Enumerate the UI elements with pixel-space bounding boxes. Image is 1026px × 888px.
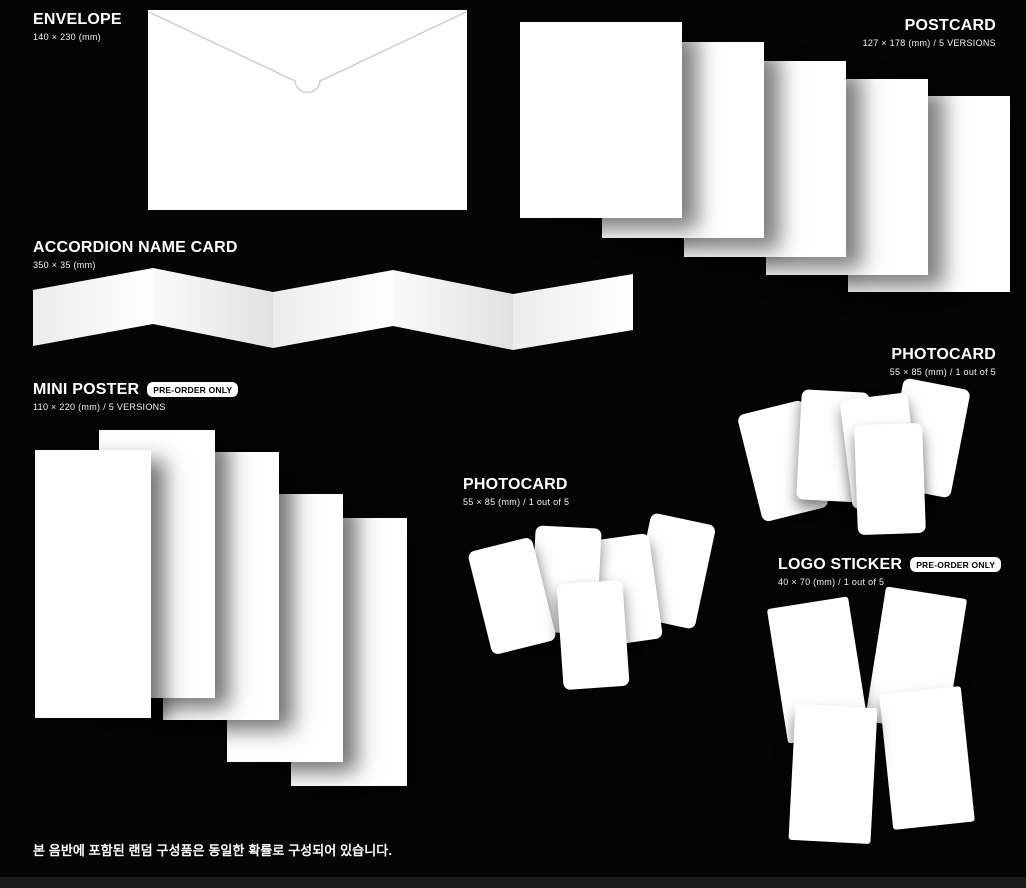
postcard-item-1: [520, 22, 682, 218]
logo-sticker-item-3: [788, 703, 878, 845]
accordion-name-card-title: ACCORDION NAME CARD: [33, 239, 238, 256]
postcard-title: POSTCARD: [904, 17, 996, 34]
envelope-flap-left-crease: [148, 11, 296, 82]
envelope-spec: 140 × 230 (mm): [33, 31, 101, 42]
photocard-center-spec: 55 × 85 (mm) / 1 out of 5: [463, 496, 570, 507]
logo-sticker-item-4: [879, 686, 975, 830]
accordion-name-card-spec: 350 × 35 (mm): [33, 259, 96, 270]
photocard-right-section-label: PHOTOCARD 55 × 85 (mm) / 1 out of 5: [890, 346, 996, 377]
mini-poster-item-1: [35, 450, 151, 718]
photocard-center-title: PHOTOCARD: [463, 476, 568, 493]
photocard-center-item-5: [556, 579, 630, 691]
accordion-name-card-graphic: [33, 268, 633, 350]
accordion-panel-5: [513, 274, 633, 350]
bottom-strip: [0, 877, 1026, 888]
envelope-flap-right-crease: [319, 11, 467, 82]
random-items-disclaimer: 본 음반에 포함된 랜덤 구성품은 동일한 확률로 구성되어 있습니다.: [33, 843, 393, 858]
postcard-spec: 127 × 178 (mm) / 5 VERSIONS: [862, 37, 996, 48]
photocard-right-item-5: [854, 422, 926, 536]
photocard-right-spec: 55 × 85 (mm) / 1 out of 5: [889, 366, 996, 377]
photocard-right-title: PHOTOCARD: [891, 346, 996, 363]
postcard-section-label: POSTCARD 127 × 178 (mm) / 5 VERSIONS: [863, 17, 996, 48]
envelope-graphic: [148, 10, 467, 210]
photocard-center-section-label: PHOTOCARD 55 × 85 (mm) / 1 out of 5: [463, 476, 569, 507]
mini-poster-section-label: MINI POSTER PRE-ORDER ONLY 110 × 220 (mm…: [33, 381, 239, 412]
accordion-panel-3: [273, 270, 393, 348]
accordion-panel-2: [153, 268, 273, 348]
mini-poster-spec: 110 × 220 (mm) / 5 VERSIONS: [33, 401, 166, 412]
accordion-name-card-section-label: ACCORDION NAME CARD 350 × 35 (mm): [33, 239, 238, 270]
mini-poster-title: MINI POSTER: [33, 381, 140, 398]
logo-sticker-section-label: LOGO STICKER PRE-ORDER ONLY 40 × 70 (mm)…: [778, 556, 1002, 587]
logo-sticker-spec: 40 × 70 (mm) / 1 out of 5: [778, 576, 885, 587]
envelope-body: [148, 10, 467, 210]
accordion-panel-4: [393, 270, 513, 350]
logo-sticker-title: LOGO STICKER: [778, 556, 903, 573]
logo-sticker-preorder-badge: PRE-ORDER ONLY: [910, 557, 1002, 573]
envelope-thumb-notch: [294, 79, 321, 94]
envelope-section-label: ENVELOPE 140 × 230 (mm): [33, 11, 122, 42]
envelope-title: ENVELOPE: [33, 11, 122, 28]
accordion-panel-1: [33, 268, 153, 346]
mini-poster-preorder-badge: PRE-ORDER ONLY: [147, 382, 239, 398]
